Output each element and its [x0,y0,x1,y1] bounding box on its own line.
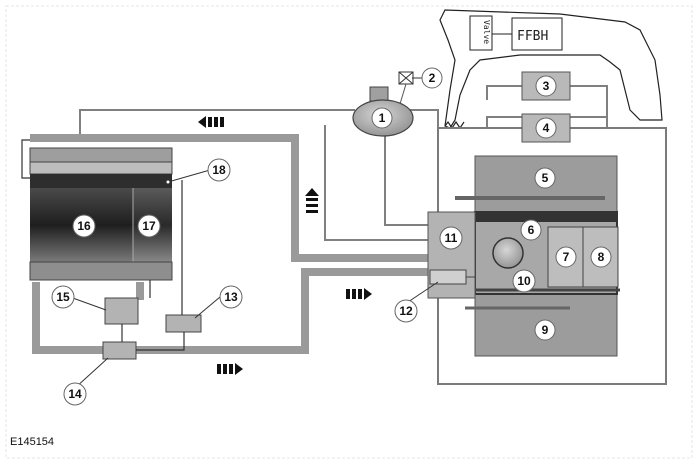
svg-text:3: 3 [543,79,550,93]
svg-text:11: 11 [445,231,458,245]
svg-text:7: 7 [563,250,570,264]
handwritten-outline [439,9,663,129]
svg-text:8: 8 [598,250,605,264]
component-13-lines [136,180,185,351]
ffbh-label: FFBH [517,29,548,44]
svg-text:1: 1 [379,111,386,125]
svg-text:18: 18 [212,163,226,177]
sensor-2-cross [398,71,414,85]
handwritten-valve-box: Valve [469,15,493,51]
component-11-housing [427,211,476,299]
svg-text:14: 14 [68,387,82,401]
flow-arrow-top [198,116,224,128]
callout-4: 4 [535,117,557,139]
svg-text:12: 12 [399,304,413,318]
leader-dot-18 [165,179,171,185]
callout-16: 16 [72,214,96,238]
callout-3: 3 [535,75,557,97]
callout-14: 14 [63,382,87,406]
svg-text:13: 13 [224,290,238,304]
svg-text:15: 15 [56,290,70,304]
svg-text:5: 5 [542,171,549,185]
callout-12: 12 [394,299,418,323]
handwritten-ffbh-box: FFBH [511,17,563,51]
callout-7: 7 [555,246,577,268]
callout-18: 18 [207,158,231,182]
svg-text:2: 2 [429,71,436,85]
callout-10: 10 [512,269,536,293]
radiator-bypass-line [21,139,30,179]
valve-label: Valve [482,20,491,44]
svg-text:10: 10 [517,274,531,288]
leader-lines [69,77,439,389]
component-12-sensor [429,269,467,285]
radiator [29,147,173,281]
callout-13: 13 [219,285,243,309]
tank-cap [369,86,389,102]
svg-text:16: 16 [77,219,91,233]
thin-lines [79,85,613,300]
figure-id: E145154 [10,436,55,448]
flow-arrow-bottom [217,363,243,375]
callout-17: 17 [137,214,161,238]
callout-11: 11 [439,226,463,250]
svg-text:9: 9 [542,323,549,337]
flow-arrow-middle [346,288,372,300]
outer-border [5,5,693,459]
svg-text:6: 6 [528,223,535,237]
sensor-2-lead [399,83,407,105]
callout-2: 2 [421,67,443,89]
component-15-box [104,297,139,325]
svg-text:4: 4 [543,121,550,135]
callout-15: 15 [51,285,75,309]
callout-9: 9 [534,319,556,341]
engine-dark-band [468,212,618,222]
pump-10 [492,237,524,269]
svg-text:17: 17 [142,219,156,233]
callout-5: 5 [534,167,556,189]
callout-6: 6 [520,219,542,241]
component-14-box [102,341,137,360]
flow-arrow-vertical [305,188,319,213]
callout-8: 8 [590,246,612,268]
callout-1: 1 [371,107,393,129]
